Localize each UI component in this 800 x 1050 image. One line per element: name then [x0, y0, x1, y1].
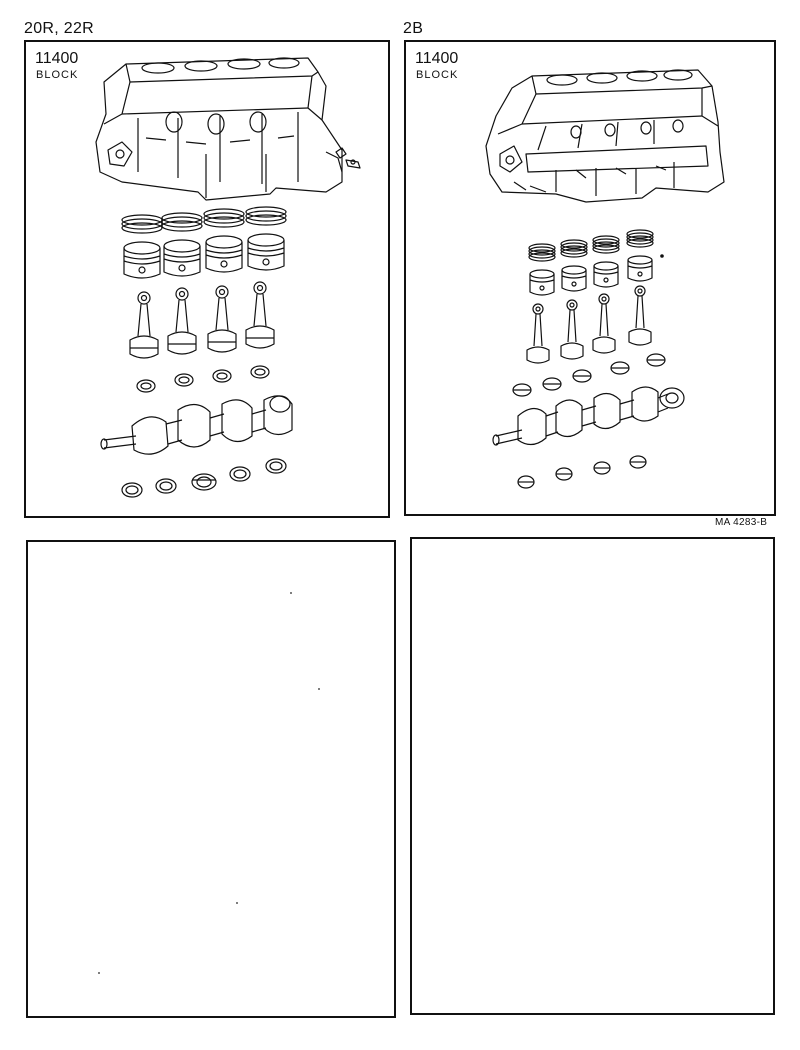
panel-empty-right	[410, 537, 775, 1015]
pistons-drawing	[530, 256, 652, 295]
pistons-drawing	[124, 234, 284, 278]
crankshaft-drawing	[493, 387, 684, 445]
print-speck	[236, 902, 238, 904]
piston-rings-drawing	[529, 230, 653, 261]
variant-label-right: 2B	[403, 20, 424, 37]
connecting-rods-drawing	[130, 282, 274, 358]
engine-parts-illustration-left	[26, 42, 388, 516]
crankshaft-drawing	[101, 396, 292, 454]
print-speck	[98, 972, 100, 974]
print-speck	[290, 592, 292, 594]
panel-right-block: 11400 BLOCK	[404, 40, 776, 516]
main-bearings-drawing	[518, 456, 646, 488]
figure-reference-code: MA 4283-B	[715, 517, 768, 528]
main-bearings-drawing	[122, 459, 286, 497]
panel-left-block: 11400 BLOCK	[24, 40, 390, 518]
cylinder-block-drawing	[486, 70, 724, 202]
piston-rings-drawing	[122, 207, 286, 233]
connecting-rods-drawing	[527, 286, 651, 363]
print-speck	[318, 688, 320, 690]
part-number-left: 11400	[35, 50, 79, 67]
variant-label-left: 20R, 22R	[24, 20, 94, 37]
part-name-left: BLOCK	[36, 69, 79, 81]
cylinder-block-drawing	[96, 58, 360, 200]
rod-bearings-drawing	[137, 366, 269, 392]
engine-parts-illustration-right	[406, 42, 774, 514]
part-name-right: BLOCK	[416, 69, 459, 81]
rod-bearings-drawing	[513, 354, 665, 396]
panel-empty-left	[26, 540, 396, 1018]
part-number-right: 11400	[415, 50, 459, 67]
